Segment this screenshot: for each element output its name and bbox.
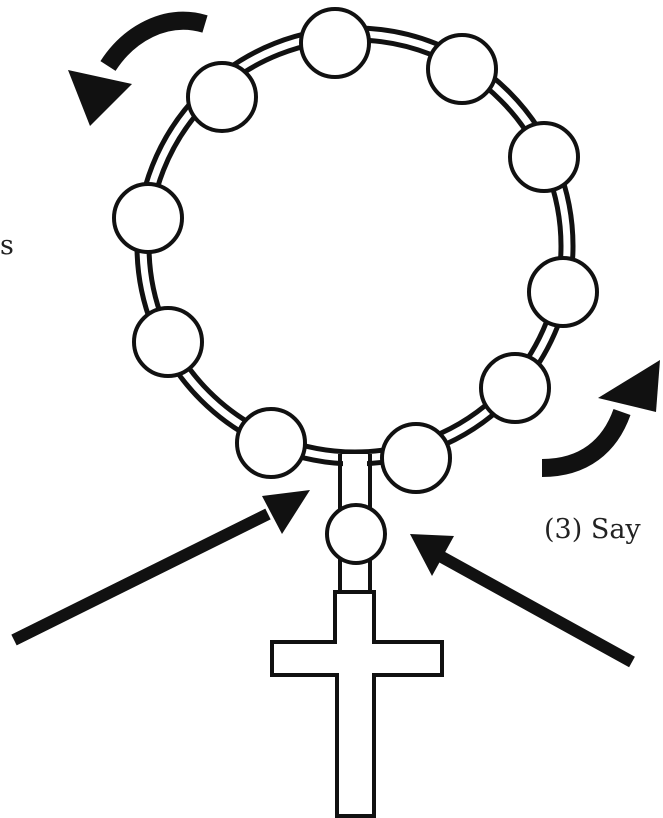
cross bbox=[272, 592, 442, 816]
ring-bead bbox=[301, 9, 369, 77]
ring-bead bbox=[529, 258, 597, 326]
ring-bead bbox=[428, 35, 496, 103]
ring-beads bbox=[114, 9, 597, 492]
connector-bead bbox=[327, 505, 385, 563]
ring-bead bbox=[188, 63, 256, 131]
ring-bead bbox=[134, 308, 202, 376]
ring-bead bbox=[237, 409, 305, 477]
curved-arrow-clockwise-icon bbox=[542, 360, 660, 468]
caption-fragment-right: (3) Say bbox=[544, 516, 641, 543]
ring-bead bbox=[510, 123, 578, 191]
ring-bead bbox=[382, 424, 450, 492]
caption-fragment-left: s bbox=[0, 232, 14, 259]
ring-bead bbox=[114, 184, 182, 252]
ring-bead bbox=[481, 354, 549, 422]
arrow-lower-left-icon bbox=[14, 490, 310, 640]
